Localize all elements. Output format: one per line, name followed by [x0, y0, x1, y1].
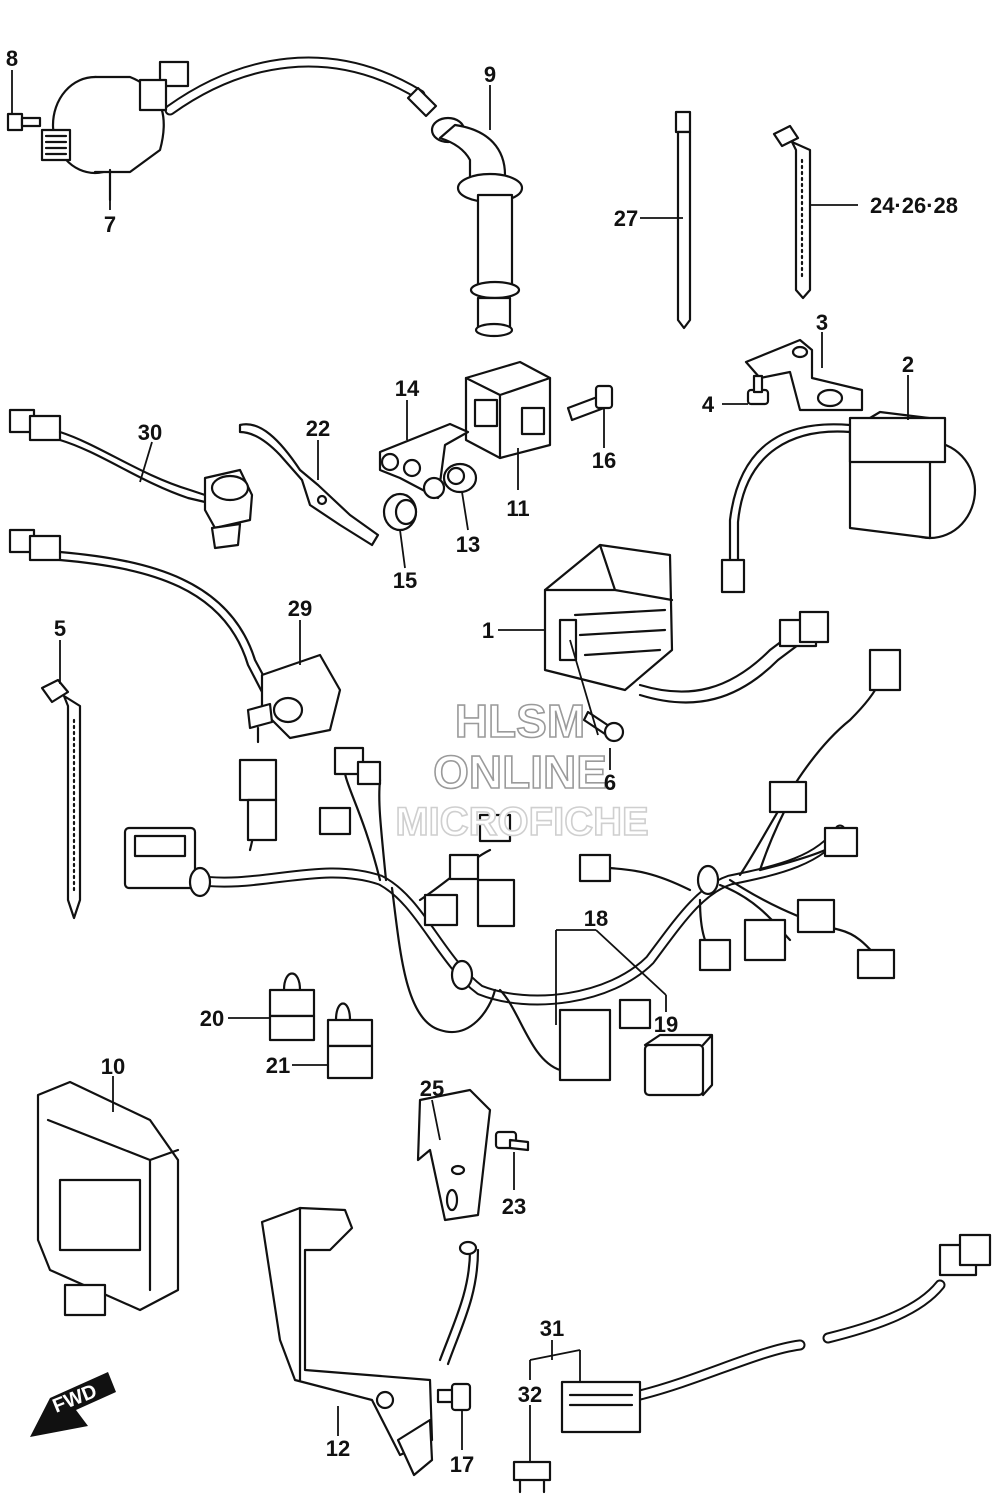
- cable-tie-27: [674, 110, 692, 330]
- watermark-line-3: MICROFICHE: [395, 800, 648, 844]
- fuse-32: [512, 1460, 552, 1494]
- fuse-20: [268, 972, 316, 1042]
- bracket-14: [378, 422, 470, 500]
- bracket-22: [238, 423, 380, 547]
- callout-14: 14: [395, 376, 420, 401]
- relay-11: [464, 360, 552, 460]
- watermark-line-1: HLSM: [455, 695, 585, 747]
- callout-8: 8: [6, 46, 18, 71]
- regulator-1: [543, 543, 830, 704]
- callout-3: 3: [816, 310, 828, 335]
- callout-7: 7: [104, 212, 116, 237]
- callout-17: 17: [450, 1452, 474, 1477]
- callout-2: 2: [902, 352, 914, 377]
- leader-lines: [11, 70, 909, 1462]
- callout-31: 31: [540, 1316, 564, 1341]
- cable-tie-5: [40, 678, 82, 920]
- callout-15: 15: [393, 568, 417, 593]
- callout-4: 4: [702, 392, 715, 417]
- bolt-17: [436, 1382, 472, 1412]
- bolt-23: [494, 1130, 530, 1152]
- callout-9: 9: [484, 62, 496, 87]
- callout-16: 16: [592, 448, 616, 473]
- callout-22: 22: [306, 416, 330, 441]
- callout-23: 23: [502, 1194, 526, 1219]
- callout-5: 5: [54, 616, 66, 641]
- spark-plug-cap: [406, 86, 524, 338]
- watermark: HLSM ONLINE MICROFICHE: [395, 694, 650, 845]
- cable-tie-24-26-28: [772, 124, 812, 300]
- callout-12: 12: [326, 1436, 350, 1461]
- fwd-direction-badge: FWD: [30, 1372, 116, 1437]
- callout-11: 11: [506, 496, 529, 521]
- fuse-21: [326, 1002, 374, 1080]
- callout-30: 30: [138, 420, 162, 445]
- callout-13: 13: [456, 532, 480, 557]
- callout-10: 10: [101, 1054, 125, 1079]
- main-wiring-harness: [123, 648, 902, 1082]
- ecu-10: [36, 1080, 180, 1317]
- callout-29: 29: [288, 596, 312, 621]
- callout-labels: 8 7 9 27 24·26·28 3 2 4 14 22 30 16 11 1…: [6, 46, 958, 1477]
- watermark-line-2: ONLINE: [433, 746, 607, 798]
- callout-6: 6: [604, 770, 616, 795]
- sensor-30: [8, 408, 254, 550]
- bolt-4: [746, 374, 770, 406]
- bracket-3: [744, 338, 864, 412]
- grommet-15: [382, 492, 418, 532]
- callout-25: 25: [420, 1076, 444, 1101]
- bolt-8: [6, 112, 42, 132]
- bracket-12: [260, 1206, 480, 1477]
- callout-19: 19: [654, 1012, 678, 1037]
- bolt-6: [582, 710, 625, 743]
- callout-27: 27: [614, 206, 638, 231]
- callout-32: 32: [518, 1382, 542, 1407]
- harness-31: [560, 1233, 992, 1434]
- callout-1: 1: [482, 618, 494, 643]
- bolt-16: [566, 384, 614, 422]
- sensor-2: [720, 410, 977, 594]
- sensor-29: [8, 528, 342, 744]
- relay-19: [643, 1033, 714, 1097]
- callout-18: 18: [584, 906, 608, 931]
- bracket-25: [416, 1088, 492, 1222]
- callout-21: 21: [266, 1053, 290, 1078]
- ignition-coil: [40, 56, 426, 202]
- callout-20: 20: [200, 1006, 224, 1031]
- grommet-13: [442, 462, 478, 494]
- callout-24-26-28: 24·26·28: [870, 193, 958, 218]
